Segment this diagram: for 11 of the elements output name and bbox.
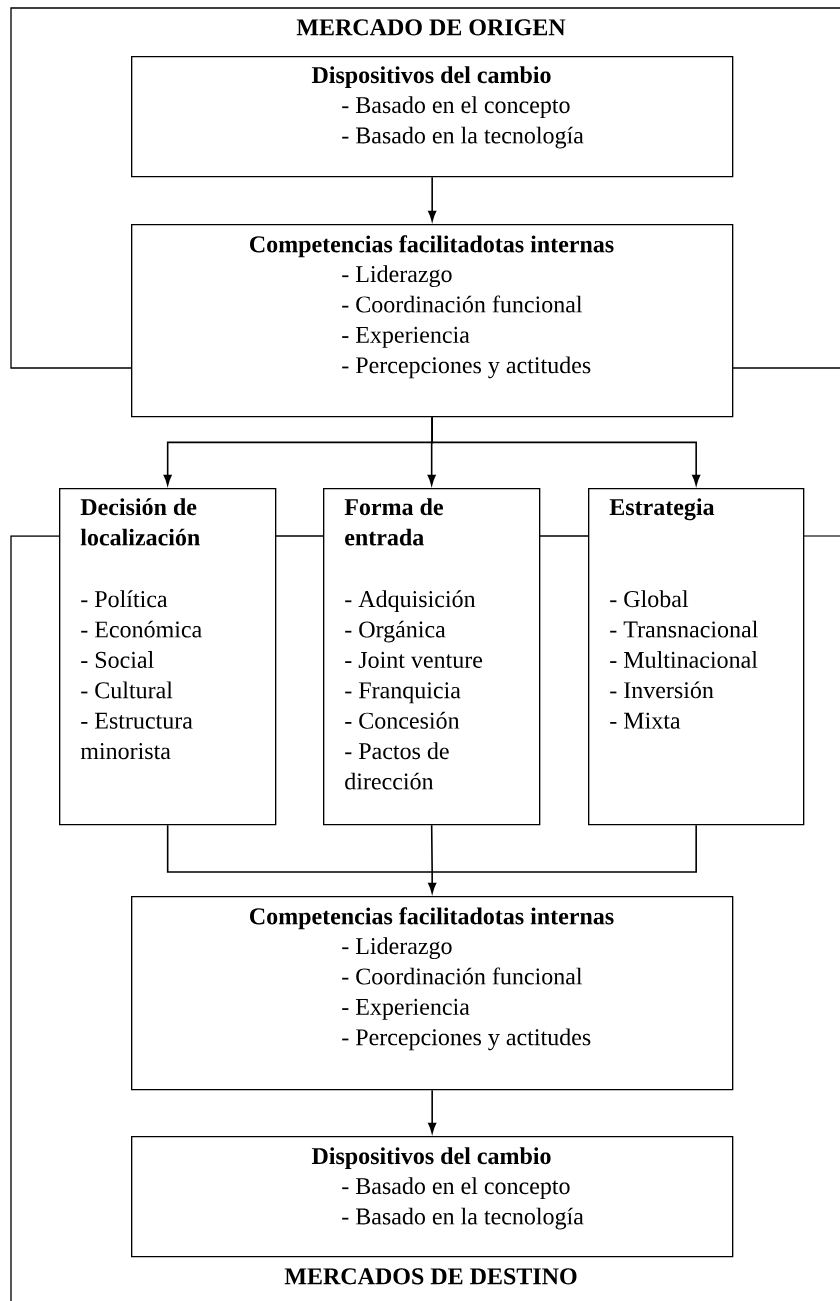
arrow (428, 1089, 437, 1134)
process-box: Decisión de localización - Política - Económica - Social - Cultural - Estructura minorista (59, 488, 277, 826)
arrow (431, 416, 701, 486)
arrow (428, 176, 437, 222)
process-box: Forma de entrada - Adquisición - Orgánica - Joint venture - Franquicia - Concesión - Pactos de dirección (323, 488, 541, 826)
process-box: Dispositivos del cambio - Basado en el concepto - Basado en la tecnología (131, 1136, 734, 1258)
process-box: Competencias facilitadotas internas - Liderazgo - Coordinación funcional - Experiencia - Percepciones y actitudes (131, 224, 734, 418)
process-box: Dispositivos del cambio - Basado en el concepto - Basado en la tecnología (131, 56, 734, 178)
process-box: Competencias facilitadotas internas - Liderazgo - Coordinación funcional - Experiencia - Percepciones y actitudes (131, 896, 734, 1091)
process-box: Estrategia - Global - Transnacional - Multinacional - Inversión - Mixta (588, 488, 805, 826)
arrow (166, 824, 697, 894)
